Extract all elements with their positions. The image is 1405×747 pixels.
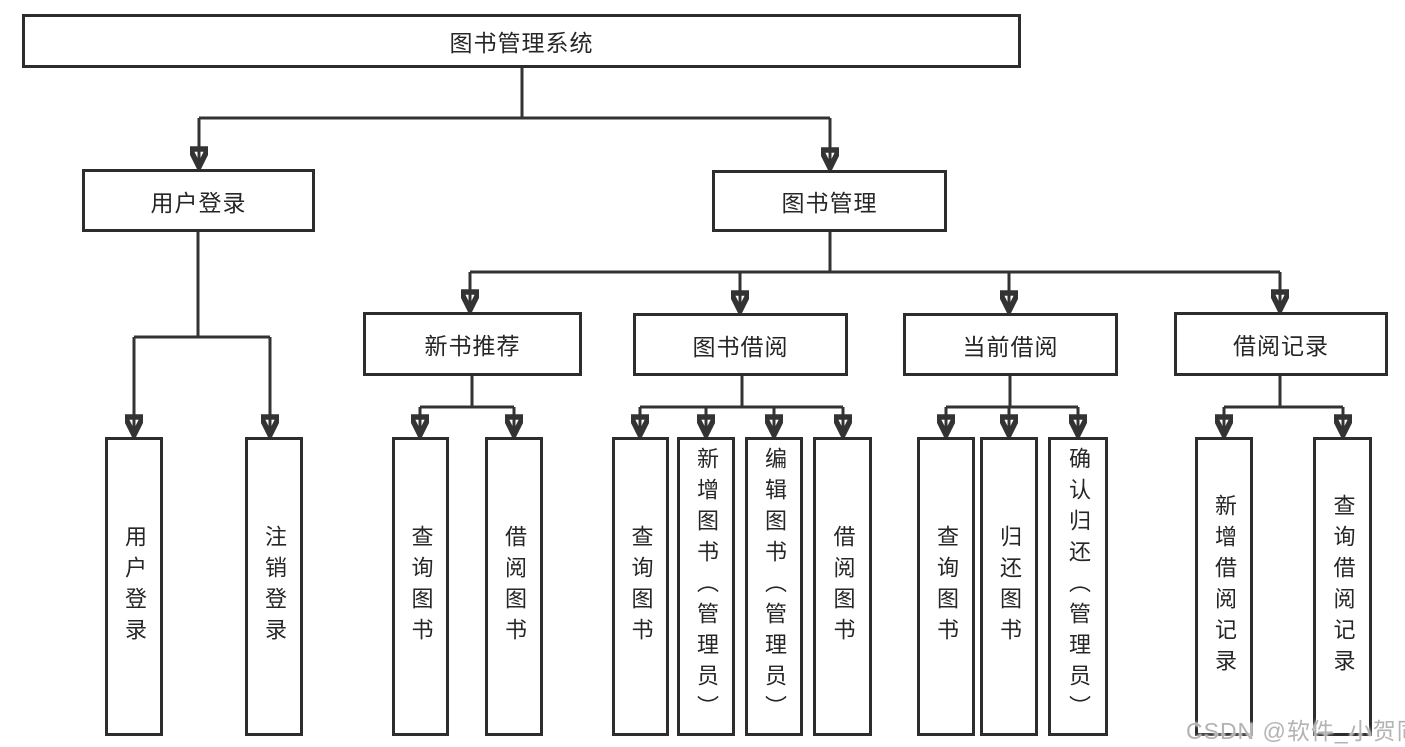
leaf-borrow-books-borrowing: 借阅图书: [813, 437, 872, 736]
node-library-system: 图书管理系统: [22, 14, 1021, 68]
leaf-query-books-current-label: 查询图书: [934, 524, 959, 649]
leaf-confirm-return-admin-label: 确认归还（管理员）: [1066, 447, 1091, 726]
connectors-book-borrowing: [640, 376, 843, 435]
leaf-add-books-admin-label: 新增图书（管理员）: [694, 447, 719, 726]
leaf-query-books-recommend-label: 查询图书: [408, 524, 434, 649]
leaf-confirm-return-admin: 确认归还（管理员）: [1048, 437, 1108, 736]
csdn-watermark: CSDN @软件_小贺同学: [1186, 718, 1405, 744]
leaf-add-borrow-record: 新增借阅记录: [1195, 437, 1253, 736]
node-current-borrowing: 当前借阅: [903, 313, 1118, 376]
connectors-user-login: [134, 231, 270, 435]
leaf-logout: 注销登录: [245, 437, 303, 736]
leaf-query-borrow-record: 查询借阅记录: [1313, 437, 1372, 736]
leaf-user-login-label: 用户登录: [122, 524, 147, 649]
node-user-login: 用户登录: [82, 169, 315, 232]
connectors-borrowing-records: [1224, 376, 1343, 435]
connectors-book-management: [470, 232, 1280, 311]
leaf-add-borrow-record-label: 新增借阅记录: [1212, 493, 1237, 680]
leaf-logout-label: 注销登录: [262, 524, 287, 649]
leaf-query-books-recommend: 查询图书: [392, 437, 449, 736]
leaf-edit-books-admin-label: 编辑图书（管理员）: [762, 447, 787, 726]
node-book-borrowing: 图书借阅: [633, 313, 848, 376]
node-borrowing-records: 借阅记录: [1174, 312, 1388, 376]
leaf-user-login: 用户登录: [105, 437, 163, 736]
node-new-book-recommend: 新书推荐: [363, 312, 582, 376]
leaf-query-books-borrowing-label: 查询图书: [628, 524, 654, 649]
leaf-query-books-current: 查询图书: [917, 437, 975, 736]
leaf-query-books-borrowing: 查询图书: [612, 437, 669, 736]
leaf-borrow-books-recommend: 借阅图书: [485, 437, 543, 736]
connectors-current-borrowing: [946, 376, 1078, 435]
leaf-query-borrow-record-label: 查询借阅记录: [1330, 493, 1356, 680]
leaf-edit-books-admin: 编辑图书（管理员）: [745, 437, 803, 736]
leaf-add-books-admin: 新增图书（管理员）: [677, 437, 735, 736]
leaf-borrow-books-borrowing-label: 借阅图书: [830, 524, 856, 649]
leaf-return-books: 归还图书: [980, 437, 1038, 736]
connectors-new-book-recommend: [420, 376, 514, 435]
connectors-root: [199, 67, 830, 168]
node-book-management: 图书管理: [712, 170, 947, 232]
leaf-borrow-books-recommend-label: 借阅图书: [502, 524, 527, 649]
leaf-return-books-label: 归还图书: [997, 524, 1022, 649]
